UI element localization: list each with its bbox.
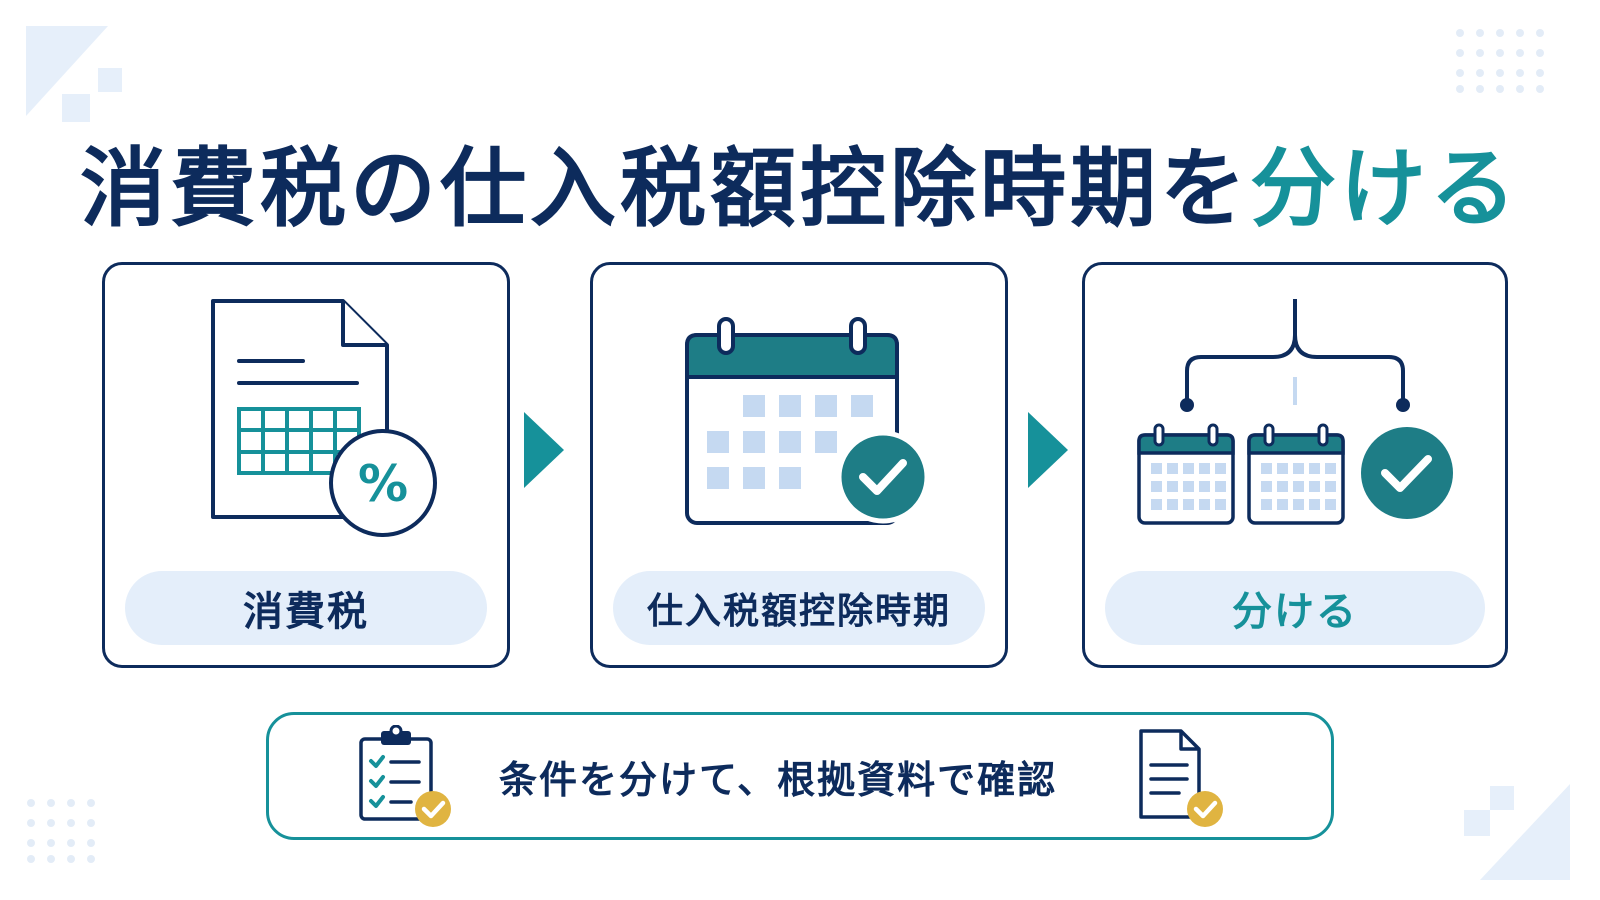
flow-arrow-1 bbox=[524, 412, 564, 488]
corner-decoration-top-left bbox=[26, 26, 122, 122]
svg-text:%: % bbox=[358, 455, 408, 513]
step-card-split: 分ける bbox=[1082, 262, 1508, 668]
checklist-clipboard-icon bbox=[359, 725, 451, 827]
footer-text: 条件を分けて、根拠資料で確認 bbox=[499, 757, 1058, 802]
flow-arrow-2 bbox=[1028, 412, 1068, 488]
step-label-split: 分ける bbox=[1105, 571, 1485, 645]
step-card-input-tax-timing: 仕入税額控除時期 bbox=[590, 262, 1008, 668]
calendar-check-icon bbox=[685, 317, 930, 525]
document-check-icon bbox=[1139, 729, 1223, 827]
split-calendars-check-icon bbox=[1137, 299, 1453, 525]
calendar-small-right bbox=[1247, 423, 1345, 525]
dot-grid-top-right bbox=[1456, 29, 1544, 93]
step-label-input-tax-timing: 仕入税額控除時期 bbox=[613, 571, 985, 645]
tax-document-percent-icon: % bbox=[211, 299, 437, 537]
dot-grid-bottom-left bbox=[27, 799, 95, 863]
step-label-consumption-tax: 消費税 bbox=[125, 571, 487, 645]
step-card-consumption-tax: % 消費税 bbox=[102, 262, 510, 668]
title-main: 消費税の仕入税額控除時期を bbox=[80, 139, 1250, 239]
corner-decoration-bottom-right bbox=[1464, 784, 1570, 880]
calendar-small-left bbox=[1137, 423, 1235, 525]
footer-note-box: 条件を分けて、根拠資料で確認 bbox=[266, 712, 1334, 840]
title-accent: 分ける bbox=[1250, 139, 1520, 239]
page-title: 消費税の仕入税額控除時期を分ける bbox=[0, 118, 1600, 243]
